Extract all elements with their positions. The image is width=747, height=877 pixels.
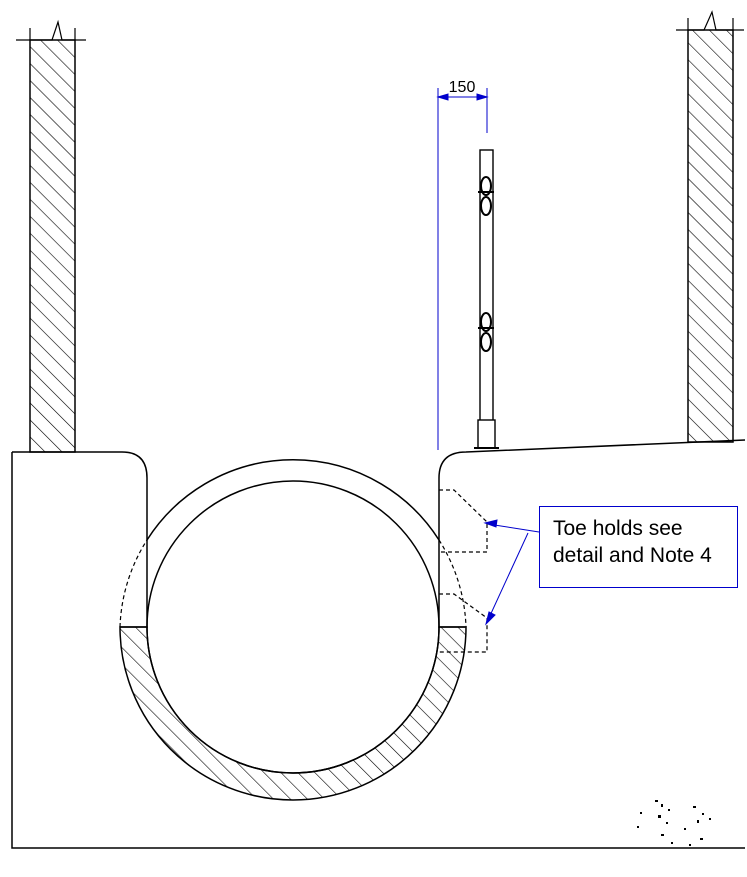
chain-link-lower [478,312,494,352]
base-slab [11,439,746,849]
callout-line-1: Toe holds see [553,517,683,540]
pipe [119,459,467,801]
dimension-label: 150 [449,79,476,96]
toe-holds-callout: Toe holds see detail and Note 4 [539,506,738,588]
chain-link-upper [478,176,494,216]
callout-line-2: detail and Note 4 [553,544,712,567]
right-wall [676,10,744,443]
ladder-post [474,149,499,449]
callout-leaders [483,519,540,626]
dimension-150 [436,88,489,450]
aggregate-speckle [637,800,711,846]
toe-holds [439,489,488,653]
left-wall [16,19,86,453]
